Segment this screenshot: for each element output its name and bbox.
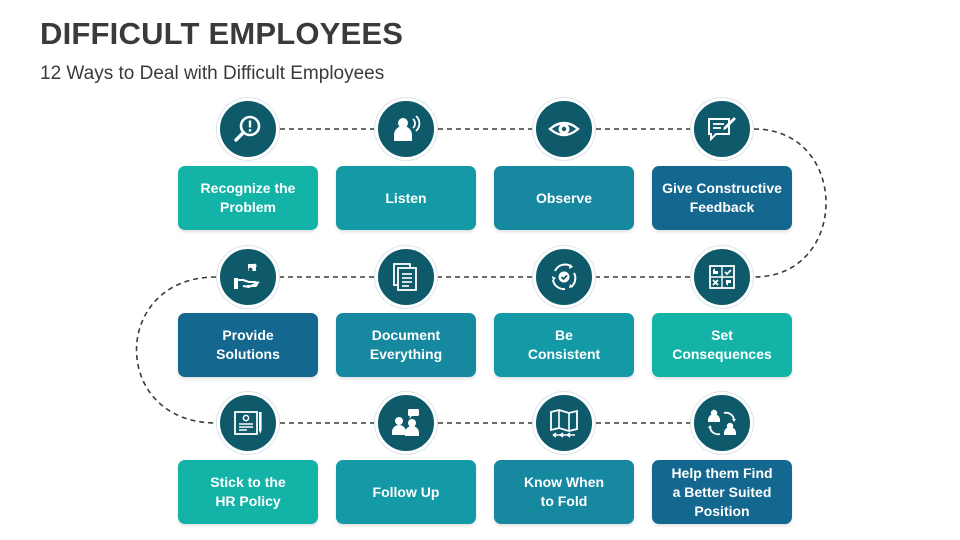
search-alert-icon — [234, 115, 261, 142]
step-label-1: Recognize the Problem — [200, 180, 296, 215]
step-4-icon-circle — [691, 98, 753, 160]
step-label-8: Set Consequences — [672, 327, 772, 362]
step-box-8: Set Consequences — [652, 313, 792, 377]
checklist-thumbs-icon — [709, 265, 735, 289]
step-label-5: Provide Solutions — [216, 327, 280, 362]
step-9-icon-circle — [217, 392, 279, 454]
step-label-7: Be Consistent — [527, 327, 601, 362]
meeting-people-icon — [392, 409, 419, 436]
eye-icon — [548, 121, 580, 137]
step-3-icon-circle — [533, 98, 595, 160]
step-1-icon-circle — [217, 98, 279, 160]
step-10-icon-circle — [375, 392, 437, 454]
listening-person-icon — [394, 115, 421, 141]
step-12-icon-circle — [691, 392, 753, 454]
cycle-check-icon — [552, 263, 577, 291]
step-6-icon-circle — [375, 246, 437, 308]
step-2-icon-circle — [375, 98, 437, 160]
step-label-9: Stick to the HR Policy — [210, 474, 286, 509]
page-subtitle: 12 Ways to Deal with Difficult Employees — [40, 63, 385, 84]
step-box-5: Provide Solutions — [178, 313, 318, 377]
policy-certificate-icon — [234, 411, 262, 435]
step-box-9: Stick to the HR Policy — [178, 460, 318, 524]
step-box-3: Observe — [494, 166, 634, 230]
page-title: DIFFICULT EMPLOYEES — [40, 16, 404, 51]
step-label-2: Listen — [385, 189, 427, 206]
step-label-12: Help them Find a Better Suited Position — [671, 464, 773, 519]
step-box-10: Follow Up — [336, 460, 476, 524]
hand-puzzle-icon — [234, 263, 260, 289]
step-label-10: Follow Up — [372, 483, 440, 500]
step-11-icon-circle — [533, 392, 595, 454]
step-5-icon-circle — [217, 246, 279, 308]
step-label-3: Observe — [535, 189, 593, 206]
step-8-icon-circle — [691, 246, 753, 308]
folded-map-icon — [550, 409, 578, 438]
step-box-12: Help them Find a Better Suited Position — [652, 460, 792, 524]
feedback-pen-icon — [708, 117, 736, 142]
documents-icon — [393, 263, 417, 291]
step-box-2: Listen — [336, 166, 476, 230]
step-label-11: Know When to Fold — [523, 474, 605, 509]
step-label-6: Document Everything — [369, 327, 443, 362]
step-label-4: Give Constructive Feedback — [662, 180, 782, 215]
step-box-6: Document Everything — [336, 313, 476, 377]
step-box-7: Be Consistent — [494, 313, 634, 377]
people-exchange-icon — [708, 409, 736, 436]
step-box-4: Give Constructive Feedback — [652, 166, 792, 230]
step-7-icon-circle — [533, 246, 595, 308]
step-box-1: Recognize the Problem — [178, 166, 318, 230]
step-box-11: Know When to Fold — [494, 460, 634, 524]
